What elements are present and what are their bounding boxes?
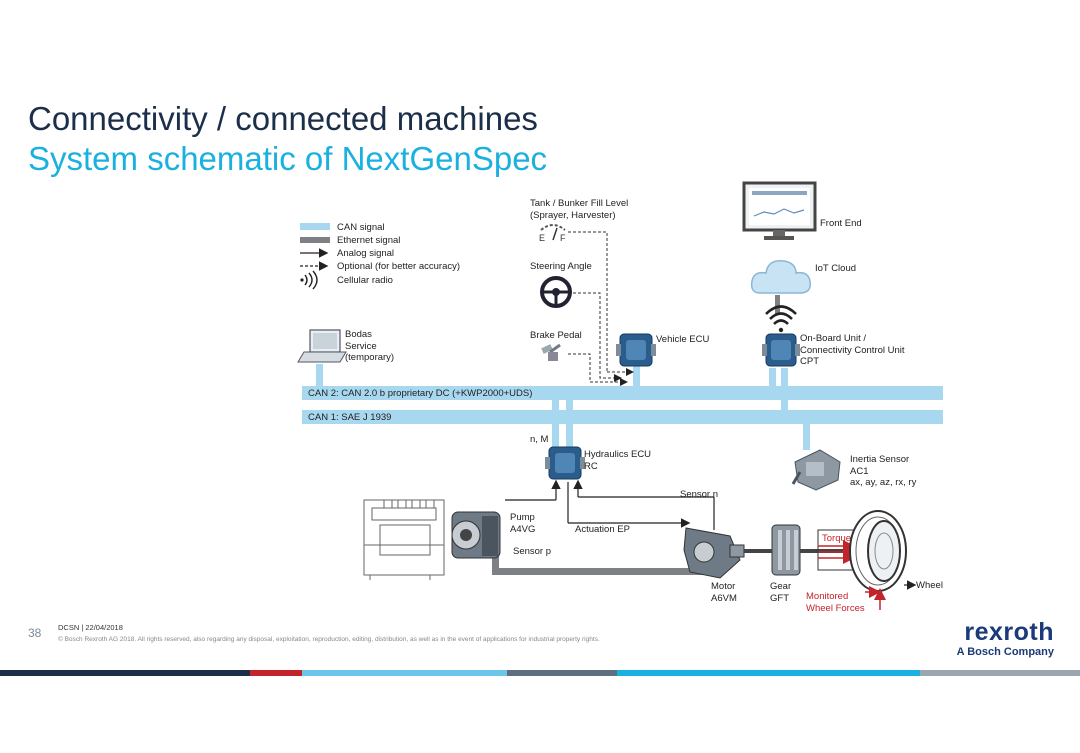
legend-analog-label: Analog signal: [337, 248, 395, 259]
inertia-sensor-icon: [791, 449, 841, 491]
stripe-silver: [920, 670, 1080, 676]
iot-cloud-icon: [750, 260, 812, 294]
motor-icon: [683, 527, 745, 579]
vehicle-ecu-label: Vehicle ECU: [656, 334, 710, 345]
steering-wheel-icon: [540, 276, 572, 308]
stripe-grey: [507, 670, 617, 676]
svg-text:F: F: [560, 233, 566, 243]
gear-label: Gear GFT: [770, 581, 792, 604]
slide-title: Connectivity / connected machines: [28, 100, 538, 137]
vehicle-ecu-icon: [616, 333, 656, 367]
footer-date: DCSN | 22/04/2018: [58, 623, 123, 632]
motor-label: Motor A6VM: [711, 581, 737, 604]
front-end-label: Front End: [820, 218, 862, 229]
laptop-icon: [297, 329, 347, 363]
can1-bus: [302, 410, 943, 424]
page-number: 38: [28, 626, 42, 640]
legend-icons: [300, 223, 330, 290]
can-signal-icon: [300, 223, 330, 230]
fuel-gauge-icon: E F: [539, 224, 566, 243]
legend-ethernet-label: Ethernet signal: [337, 235, 401, 246]
legend-cellular-label: Cellular radio: [337, 275, 393, 286]
hydraulics-ecu-label: Hydraulics ECU RC: [584, 449, 652, 472]
stripe-red: [250, 670, 302, 676]
legend-can-label: CAN signal: [337, 222, 385, 233]
brake-pedal-icon: [541, 343, 561, 361]
obu-label: On-Board Unit / Connectivity Control Uni…: [800, 333, 905, 367]
stripe-lightblue: [302, 670, 507, 676]
cellular-radio-icon: [300, 270, 318, 290]
legend-optional-label: Optional (for better accuracy): [337, 261, 461, 272]
ethernet-signal-icon: [300, 237, 330, 243]
brake-label: Brake Pedal: [530, 330, 582, 341]
slide-subtitle: System schematic of NextGenSpec: [28, 140, 548, 177]
sensor-p-label: Sensor p: [513, 546, 552, 557]
hydraulics-ecu-icon: [545, 446, 585, 480]
wireless-icon: [765, 305, 797, 333]
rexroth-logo: rexroth: [964, 618, 1054, 646]
engine-icon: [363, 499, 445, 580]
wheel-label: Wheel: [916, 580, 943, 591]
sensor-n-label: Sensor n: [680, 489, 719, 500]
onboard-unit-icon: [762, 333, 800, 367]
nm-label: n, M: [530, 434, 549, 445]
monitored-forces-label: Monitored Wheel Forces: [806, 591, 865, 614]
logo-subtitle: A Bosch Company: [956, 646, 1054, 658]
svg-text:E: E: [539, 233, 545, 243]
pump-label: Pump A4VG: [510, 512, 536, 535]
bodas-label: Bodas Service (temporary): [345, 329, 395, 363]
gear-box-icon: [771, 524, 801, 576]
pump-icon: [451, 511, 501, 559]
tank-label: Tank / Bunker Fill Level (Sprayer, Harve…: [530, 198, 629, 221]
footer-copyright: © Bosch Rexroth AG 2018. All rights rese…: [58, 636, 600, 643]
inertia-sensor-label: Inertia Sensor AC1 ax, ay, az, rx, ry: [850, 454, 917, 488]
wheel-icon: [849, 510, 907, 592]
torque-label: Torque: [822, 533, 852, 544]
actuation-label: Actuation EP: [575, 524, 630, 535]
can1-label: CAN 1: SAE J 1939: [308, 412, 392, 423]
iot-cloud-label: IoT Cloud: [815, 263, 857, 274]
steering-label: Steering Angle: [530, 261, 592, 272]
can2-label: CAN 2: CAN 2.0 b proprietary DC (+KWP200…: [308, 388, 533, 399]
front-end-monitor-icon: [742, 181, 817, 240]
stripe-cyan: [617, 670, 920, 676]
stripe-dark: [0, 670, 250, 676]
